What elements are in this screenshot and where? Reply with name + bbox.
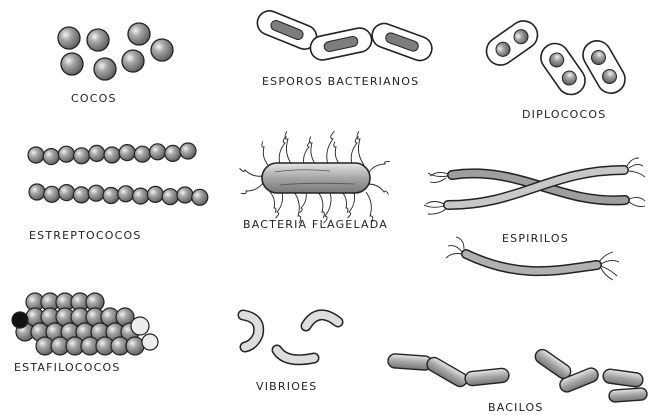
- bacillus: [602, 368, 644, 387]
- streptococcus-cell: [134, 146, 150, 162]
- flagellum: [240, 168, 263, 176]
- vibrioes-group: [243, 315, 338, 360]
- flagellate-body: [262, 163, 370, 193]
- diplococos-group: [481, 15, 630, 99]
- streptococcus-cell: [133, 188, 149, 204]
- coccus-cell: [128, 23, 150, 45]
- flagelada-group: [240, 131, 390, 223]
- streptococcus-cell: [177, 187, 193, 203]
- spore-cell: [308, 26, 374, 62]
- streptococcus-cell: [59, 185, 75, 201]
- diplococcus-pair: [481, 15, 543, 70]
- cocos-group: [58, 23, 173, 80]
- staphylococcus-cell: [126, 337, 144, 355]
- streptococcus-cell: [165, 145, 181, 161]
- coccus-cell: [122, 50, 144, 72]
- label-cocos: COCOS: [71, 92, 117, 105]
- streptococcus-cell: [88, 185, 104, 201]
- label-espirilos: ESPIRILOS: [502, 232, 569, 245]
- flagellum: [270, 192, 276, 213]
- bacillus: [533, 347, 574, 381]
- flagellum: [334, 142, 340, 165]
- bacilos-group: [388, 347, 648, 403]
- bacillus: [424, 355, 469, 389]
- label-diplococos: DIPLOCOCOS: [522, 108, 606, 121]
- flagellum: [279, 136, 286, 165]
- flagellum: [309, 136, 316, 165]
- flagellum: [276, 192, 283, 218]
- streptococcus-cell: [43, 149, 59, 165]
- flagellum: [300, 192, 307, 213]
- streptococcus-cell: [180, 143, 196, 159]
- flagellum: [351, 136, 358, 165]
- label-vibrioes: VIBRIOES: [256, 380, 317, 393]
- flagellum: [304, 142, 311, 165]
- streptococcus-cell: [192, 189, 208, 205]
- estafilococos-group: [12, 293, 158, 355]
- streptococcus-cell: [104, 147, 120, 163]
- esporos-group: [254, 7, 435, 64]
- coccus-cell: [151, 39, 173, 61]
- estreptococos-group: [28, 143, 208, 205]
- streptococcus-cell: [150, 144, 166, 160]
- bacillus: [609, 388, 648, 403]
- streptococcus-cell: [119, 145, 135, 161]
- diplococcus-pair: [535, 38, 590, 100]
- streptococcus-cell: [28, 147, 44, 163]
- label-flagelada: BACTERIA FLAGELADA: [243, 218, 388, 231]
- bacillus: [464, 368, 509, 387]
- coccus-cell: [94, 58, 116, 80]
- streptococcus-cell: [103, 188, 119, 204]
- streptococcus-cell: [74, 148, 90, 164]
- streptococcus-cell: [73, 187, 89, 203]
- espirilos-group: [424, 158, 645, 280]
- flagellum: [262, 142, 268, 165]
- spore-cell: [369, 20, 435, 64]
- coccus-cell: [87, 29, 109, 51]
- label-bacilos: BACILOS: [488, 401, 544, 414]
- staphylococcus-cell: [12, 312, 28, 328]
- label-estafilococos: ESTAFILOCOCOS: [14, 361, 121, 374]
- streptococcus-cell: [44, 186, 60, 202]
- flagellum: [318, 192, 324, 218]
- streptococcus-cell: [162, 189, 178, 205]
- flagellum: [241, 183, 263, 194]
- bacillus: [388, 353, 433, 370]
- streptococcus-cell: [147, 186, 163, 202]
- streptococcus-cell: [29, 184, 45, 200]
- streptococcus-cell: [58, 146, 74, 162]
- staphylococcus-cell: [131, 317, 149, 335]
- coccus-cell: [58, 27, 80, 49]
- streptococcus-cell: [89, 145, 105, 161]
- flagellum: [327, 131, 335, 165]
- flagellum: [369, 161, 390, 172]
- label-estreptococos: ESTREPTOCOCOS: [29, 229, 142, 242]
- flagellum: [369, 184, 389, 194]
- label-esporos: ESPOROS BACTERIANOS: [262, 75, 419, 88]
- flagellum: [348, 192, 355, 218]
- staphylococcus-cell: [142, 334, 158, 350]
- coccus-cell: [61, 53, 83, 75]
- streptococcus-cell: [118, 186, 134, 202]
- flagellum: [342, 192, 348, 213]
- diplococcus-pair: [578, 36, 630, 98]
